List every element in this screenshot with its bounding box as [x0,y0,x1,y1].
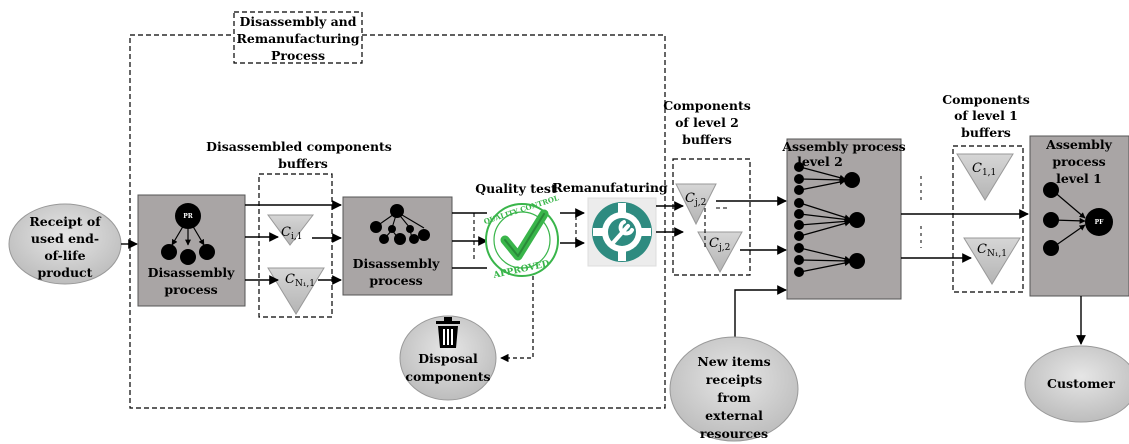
buffers2-title-line2: of level 2 [675,115,739,130]
buffers2-title-line3: buffers [682,132,732,147]
assembly1-title-line3: level 1 [1056,171,1102,186]
new-items-line4: external [705,408,763,423]
buffers1-box [258,173,333,318]
assembly2-title-line1: Assembly process [781,139,905,154]
new-items-line2: receipts [706,372,762,387]
buffers2-box [672,158,751,276]
buffer-ci1-triangle [267,214,315,246]
receipt-line2: used end- [31,231,99,246]
disassembly1-line1: Disassembly [148,265,235,280]
process-title-line3: Process [271,48,325,63]
buffer-c11-triangle [956,153,1014,201]
process-title-line2: Remanufacturing [237,31,360,46]
process-boundary [129,34,666,409]
disassembly2-line2: process [369,273,422,288]
disposal-line2: components [405,369,490,384]
buffer-ci1-label: Ci,1 [281,225,302,242]
buffers3-title-line3: buffers [961,125,1011,140]
buffer-cj2-triangle-2 [697,231,743,274]
buffer-cn1-triangle [267,267,325,315]
assembly2-graph-icon [794,162,865,277]
buffer-cj2-label-2: Cj,2 [709,236,730,253]
customer-label: Customer [1047,376,1115,391]
buffers3-title-line2: of level 1 [954,108,1018,123]
receipt-line4: product [38,265,93,280]
disassembly2-line1: Disassembly [353,256,440,271]
customer-ellipse [1024,345,1129,423]
trash-icon [436,317,460,348]
new-items-line3: from [717,390,751,405]
quality-test-label: Quality test [475,181,557,196]
buffers2-title-line1: Components [663,98,751,113]
quality-approved-badge [485,203,559,277]
disposal-line1: Disposal [418,351,478,366]
assembly2-title-line2: level 2 [797,154,843,169]
new-items-line1: New items [697,354,770,369]
buffer-cn11-label: CN₁,1 [977,242,1007,259]
arrow-new-items-to-assembly2 [734,285,787,346]
disassembly1-line2: process [164,282,217,297]
new-items-line5: resources [700,426,768,441]
assembly1-graph-icon [1043,182,1113,256]
pr-label: PR [183,213,194,220]
disassembly-tree-icon-2 [370,204,430,245]
buffer-cj2-label-1: Cj,2 [685,191,706,208]
buffer-cn1-label: CN₁,1 [285,272,315,289]
receipt-line3: of-life [44,248,85,263]
gear-wrench-icon [587,197,657,267]
buffer-c11-label: C1,1 [972,161,996,178]
assembly1-title-line1: Assembly [1045,137,1112,152]
pf-label: PF [1095,219,1105,226]
buffers3-title-line1: Components [942,92,1030,107]
process-title-box [233,11,363,64]
remanufacturing-label: Remanufaturing [552,180,668,195]
process-title-line1: Disassembly and [239,14,356,29]
buffers1-title-line2: buffers [278,156,328,171]
arrow-qt-to-disposal [500,276,534,363]
buffer-cn11-triangle [963,237,1021,285]
disassembly-tree-icon [161,203,215,265]
new-items-ellipse [669,336,799,442]
buffer-cj2-triangle-1 [675,183,717,226]
assembly1-title-line2: process [1052,154,1105,169]
disposal-ellipse [399,315,497,401]
buffers1-title-line1: Disassembled components [206,139,392,154]
receipt-line1: Receipt of [29,214,102,229]
buffers3-box [952,145,1024,293]
